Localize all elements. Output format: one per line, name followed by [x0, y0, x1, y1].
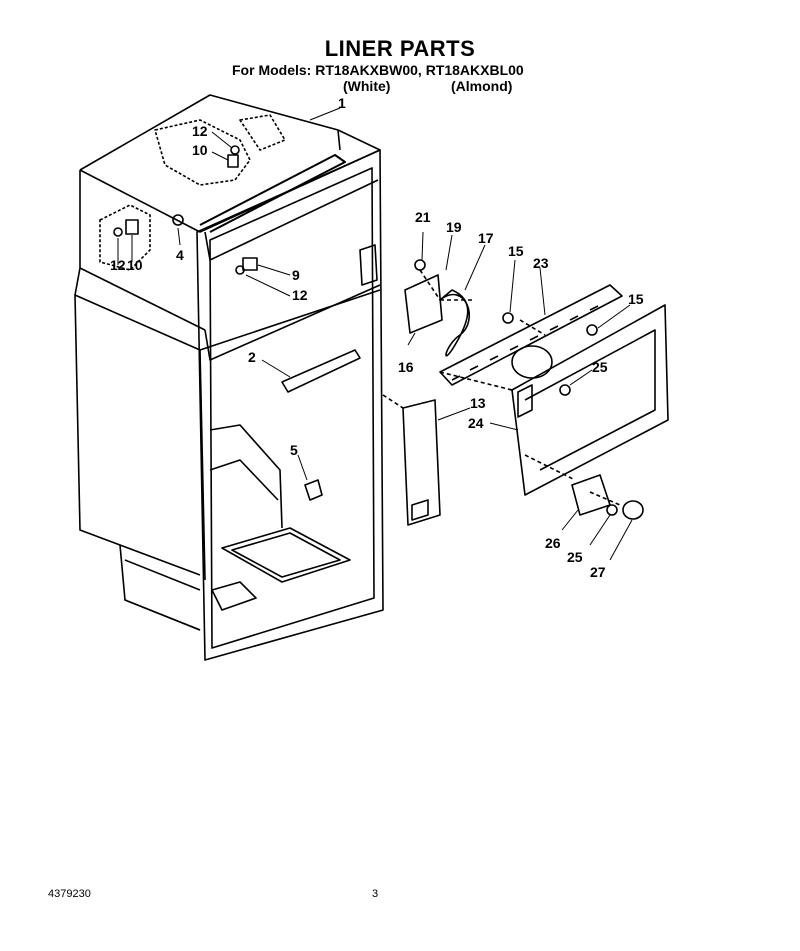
callout-5: 5: [290, 442, 298, 458]
light-bracket-2: [281, 349, 361, 393]
control-bracket-26: [571, 474, 611, 516]
callout-16: 16: [398, 359, 414, 375]
side-rail: [359, 244, 378, 286]
callout-24: 24: [468, 415, 484, 431]
liner-mid-divider: [199, 289, 381, 351]
cam-5: [304, 479, 323, 501]
callout-19: 19: [446, 219, 462, 235]
support-10-b: [125, 219, 139, 235]
screw-12-c: [113, 227, 123, 237]
callout-15-a: 15: [508, 243, 524, 259]
evaporator-cover-24-inner: [524, 329, 656, 471]
screw-25-a: [559, 384, 571, 396]
callout-26: 26: [545, 535, 561, 551]
leader-12-a: [211, 131, 233, 149]
callout-1: 1: [338, 95, 346, 111]
cutout-3: [239, 114, 286, 151]
screw-15-a: [502, 312, 514, 324]
stud-4: [172, 214, 184, 226]
callout-10-b: 10: [127, 257, 143, 273]
inner-step: [209, 424, 283, 529]
leader-9: [257, 264, 291, 276]
variant-white: (White): [343, 78, 391, 94]
fan-opening: [511, 345, 553, 379]
guide-lines: [382, 269, 621, 506]
callout-2: 2: [248, 349, 256, 365]
liner-left-side: [74, 294, 201, 631]
front-frame-outer: [196, 149, 384, 661]
leader-10-a: [211, 151, 229, 161]
leader-24: [489, 422, 519, 431]
callout-15-b: 15: [628, 291, 644, 307]
air-tower-13-slot: [411, 499, 429, 521]
document-number: 4379230: [48, 888, 91, 900]
leader-25-a: [569, 369, 593, 386]
cutout-2: [99, 204, 151, 271]
screw-21: [414, 259, 426, 271]
screw-12-b: [230, 145, 240, 155]
freezer-back: [204, 179, 379, 261]
leader-17: [464, 244, 486, 291]
callout-13: 13: [470, 395, 486, 411]
models-line: For Models: RT18AKXBW00, RT18AKXBL00: [232, 62, 524, 78]
evaporator-cover-24: [511, 304, 669, 496]
crisper-pan-2: [211, 581, 257, 611]
screw-15-b: [586, 324, 598, 336]
leader-1: [309, 107, 341, 121]
fan-grille-23: [439, 284, 623, 386]
callout-23: 23: [533, 255, 549, 271]
variant-almond: (Almond): [451, 78, 513, 94]
callout-25-b: 25: [567, 549, 583, 565]
crisper-pan-1-inner: [231, 532, 341, 578]
callout-4: 4: [176, 247, 184, 263]
top-rail: [199, 154, 346, 233]
leader-25-b: [589, 514, 611, 546]
evaporator-cover-24-vent: [517, 384, 533, 418]
liner-outline: [74, 94, 341, 581]
callout-12-c: 12: [292, 287, 308, 303]
page-number: 3: [372, 888, 379, 900]
screw-12-a: [235, 265, 245, 275]
leader-19: [445, 234, 453, 271]
front-frame-inner: [209, 167, 375, 649]
callout-10-a: 10: [192, 142, 208, 158]
shelf-support-9: [242, 257, 258, 271]
page-title: LINER PARTS: [324, 36, 476, 61]
cutout-1: [154, 119, 251, 186]
leader-13: [437, 407, 471, 421]
leader-15-a: [509, 259, 516, 313]
leader-15-b: [597, 304, 631, 329]
leader-23: [539, 267, 546, 316]
leader-12-c: [245, 274, 291, 297]
support-10-a: [227, 154, 239, 168]
callout-21: 21: [415, 209, 431, 225]
leader-26: [561, 509, 579, 531]
callout-12-b: 12: [110, 257, 126, 273]
air-tower-13: [402, 399, 441, 526]
crisper-pan-1: [221, 527, 351, 583]
callout-9: 9: [292, 267, 300, 283]
leader-5: [297, 454, 308, 481]
callout-25-a: 25: [592, 359, 608, 375]
callout-17: 17: [478, 230, 494, 246]
leader-2: [261, 359, 291, 378]
knob-27: [622, 500, 644, 520]
fan-motor-19: [404, 274, 443, 334]
lower-shelf-edge: [119, 544, 201, 631]
leader-16: [407, 332, 416, 346]
fan-grille-23-slats: [451, 305, 599, 381]
callout-12-a: 12: [192, 123, 208, 139]
leader-4: [177, 227, 181, 246]
fan-blade-17: [439, 289, 471, 357]
leader-21: [421, 231, 424, 261]
screw-25-b: [606, 504, 618, 516]
leader-27: [609, 519, 633, 561]
callout-27: 27: [590, 564, 606, 580]
